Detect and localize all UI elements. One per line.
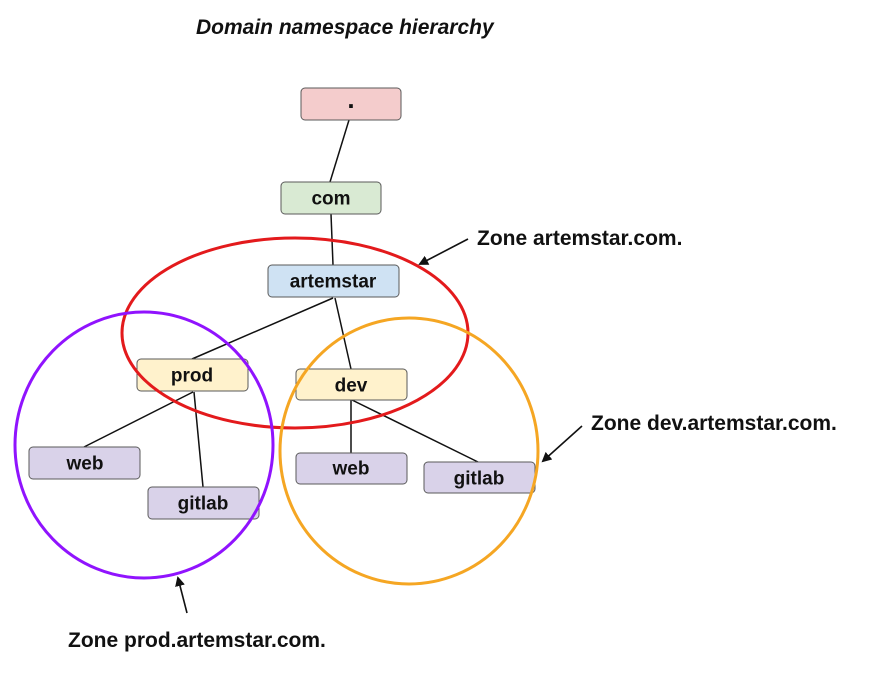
zone-dev-arrow xyxy=(541,425,583,463)
diagram-title: Domain namespace hierarchy xyxy=(196,16,495,39)
node-dev-web: web xyxy=(295,452,408,485)
node-prod: prod xyxy=(136,358,249,392)
node-prod-web-box xyxy=(28,446,141,480)
node-dev-gitlab-label: gitlab xyxy=(454,469,505,490)
node-prod-box xyxy=(136,358,249,392)
edge-dev-gitlab xyxy=(351,399,479,463)
zone-prod-label: Zone prod.artemstar.com. xyxy=(68,629,326,652)
zone-dev-ellipse xyxy=(278,316,540,586)
node-dev-gitlab: gitlab xyxy=(423,461,536,494)
node-root-label: . xyxy=(347,84,354,114)
node-prod-gitlab: gitlab xyxy=(147,486,260,520)
node-dev-web-label: web xyxy=(332,459,370,480)
edge-prod-gitlab xyxy=(193,391,204,488)
node-prod-label: prod xyxy=(171,366,213,387)
node-com-label: com xyxy=(311,189,350,210)
node-com-box xyxy=(280,181,382,215)
node-artemstar: artemstar xyxy=(267,264,400,298)
zone-dev-label: Zone dev.artemstar.com. xyxy=(591,412,837,435)
edge-artemstar-dev xyxy=(334,297,352,370)
edge-artemstar-prod xyxy=(191,297,334,360)
edge-prod-web xyxy=(83,391,194,448)
node-root-box xyxy=(300,87,402,121)
zone-artemstar-arrow xyxy=(418,238,469,265)
edge-root-com xyxy=(329,119,350,183)
node-artemstar-label: artemstar xyxy=(290,272,377,293)
zone-prod-ellipse xyxy=(13,310,275,580)
zone-artemstar-label: Zone artemstar.com. xyxy=(477,227,682,250)
zone-prod-arrow xyxy=(175,576,188,614)
node-prod-web-label: web xyxy=(66,454,104,475)
node-com: com xyxy=(280,181,382,215)
node-dev-web-box xyxy=(295,452,408,485)
node-prod-web: web xyxy=(28,446,141,480)
node-dev-label: dev xyxy=(335,376,368,397)
node-dev: dev xyxy=(295,368,408,401)
node-prod-gitlab-label: gitlab xyxy=(178,494,229,515)
node-root: . xyxy=(300,84,402,121)
node-artemstar-box xyxy=(267,264,400,298)
